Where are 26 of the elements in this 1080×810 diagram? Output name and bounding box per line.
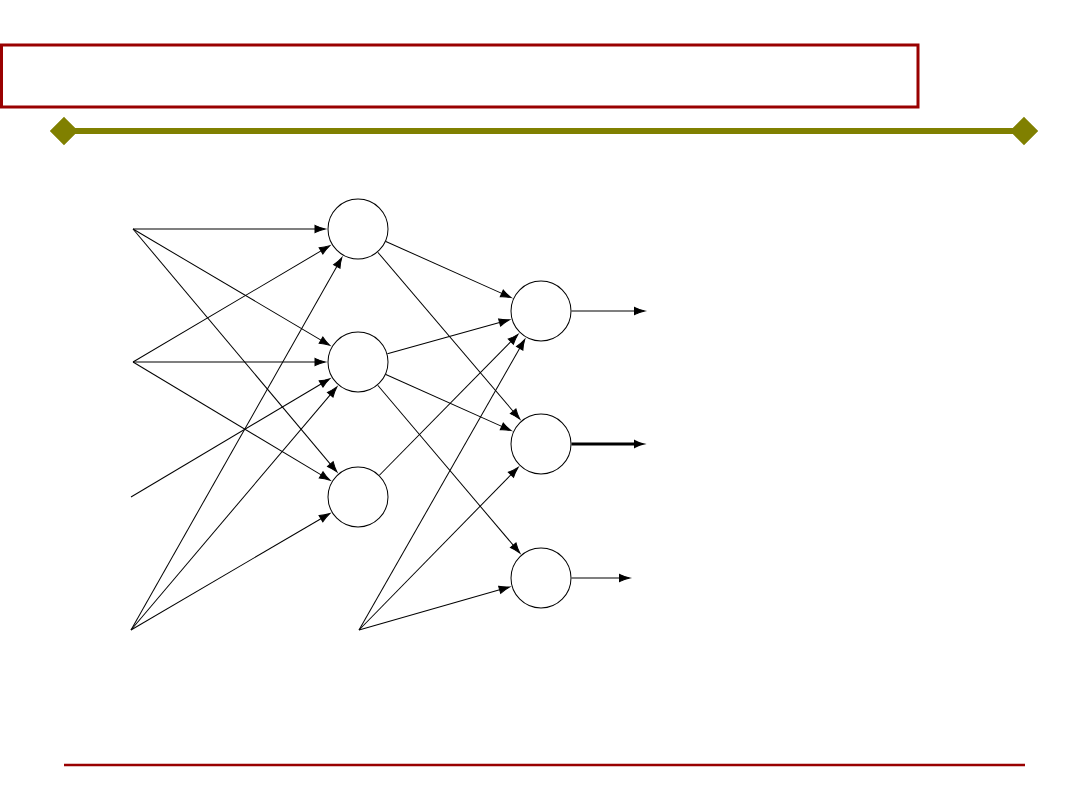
arrow — [385, 240, 512, 299]
arrow — [377, 384, 521, 554]
arrow — [130, 386, 338, 631]
arrow — [132, 357, 326, 367]
arrow — [358, 338, 526, 631]
arrow — [132, 361, 331, 481]
arrow — [378, 333, 519, 476]
arrow — [132, 224, 326, 234]
arrow — [358, 466, 519, 631]
arrow — [130, 378, 331, 498]
arrow — [132, 228, 338, 473]
arrow — [132, 228, 331, 346]
neuron-circle — [510, 413, 572, 475]
neuron-circle — [327, 466, 389, 528]
arrow — [377, 251, 521, 420]
arrow — [358, 585, 511, 631]
neuron-circle — [327, 198, 389, 260]
arrow — [130, 513, 331, 631]
neuron-circle — [327, 331, 389, 393]
arrow — [385, 373, 512, 432]
neuron-circle — [510, 280, 572, 342]
arrow — [132, 245, 331, 363]
neuron-circle — [510, 547, 572, 609]
arrow — [571, 306, 646, 316]
arrow — [571, 573, 631, 583]
arrow — [386, 318, 510, 355]
